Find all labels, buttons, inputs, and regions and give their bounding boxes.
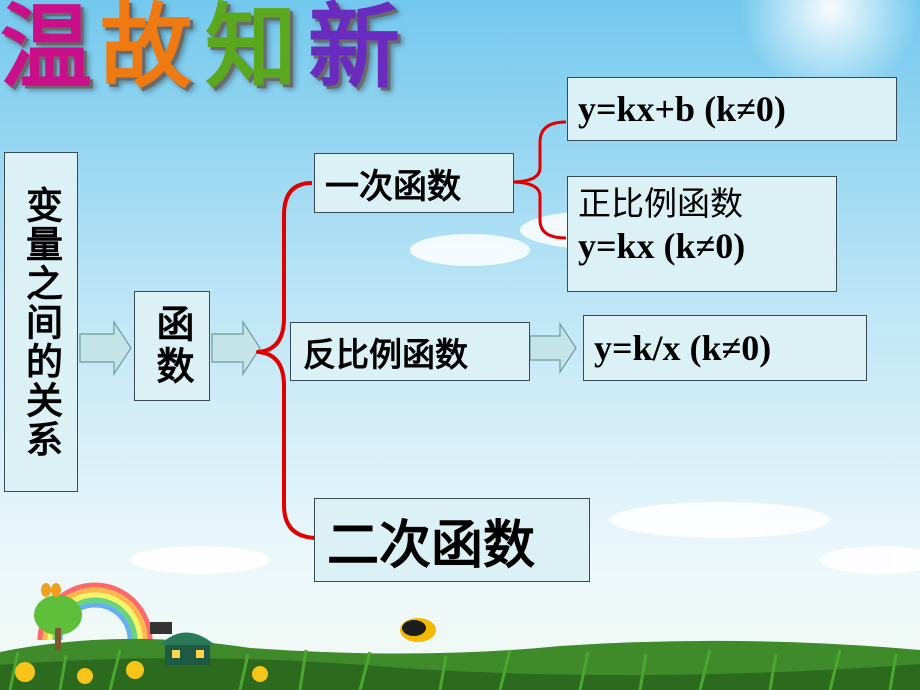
linear-formula: y=kx+b (k≠0) bbox=[578, 89, 786, 129]
proportional-box: 正比例函数 y=kx (k≠0) bbox=[567, 176, 837, 292]
title-char: 知 bbox=[205, 0, 298, 101]
inverse-function-box: 反比例函数 bbox=[290, 322, 530, 381]
inverse-formula: y=k/x (k≠0) bbox=[594, 328, 772, 368]
proportional-title: 正比例函数 bbox=[578, 184, 743, 223]
linear-formula-box: y=kx+b (k≠0) bbox=[567, 77, 897, 141]
title-char: 新 bbox=[308, 0, 401, 101]
function-box: 函数 bbox=[134, 291, 210, 401]
inverse-function-label: 反比例函数 bbox=[303, 334, 468, 374]
quadratic-function-label: 二次函数 bbox=[327, 515, 536, 576]
title-char: 故 bbox=[100, 0, 193, 101]
function-label: 函数 bbox=[150, 304, 194, 388]
variable-relation-box: 变量之间的关系 bbox=[4, 152, 78, 492]
quadratic-function-box: 二次函数 bbox=[314, 498, 590, 582]
linear-function-box: 一次函数 bbox=[314, 153, 514, 213]
linear-function-label: 一次函数 bbox=[325, 166, 461, 207]
title-char: 温 bbox=[0, 0, 93, 101]
variable-relation-label: 变量之间的关系 bbox=[19, 185, 63, 459]
proportional-formula: y=kx (k≠0) bbox=[578, 225, 746, 266]
inverse-formula-box: y=k/x (k≠0) bbox=[583, 315, 867, 381]
